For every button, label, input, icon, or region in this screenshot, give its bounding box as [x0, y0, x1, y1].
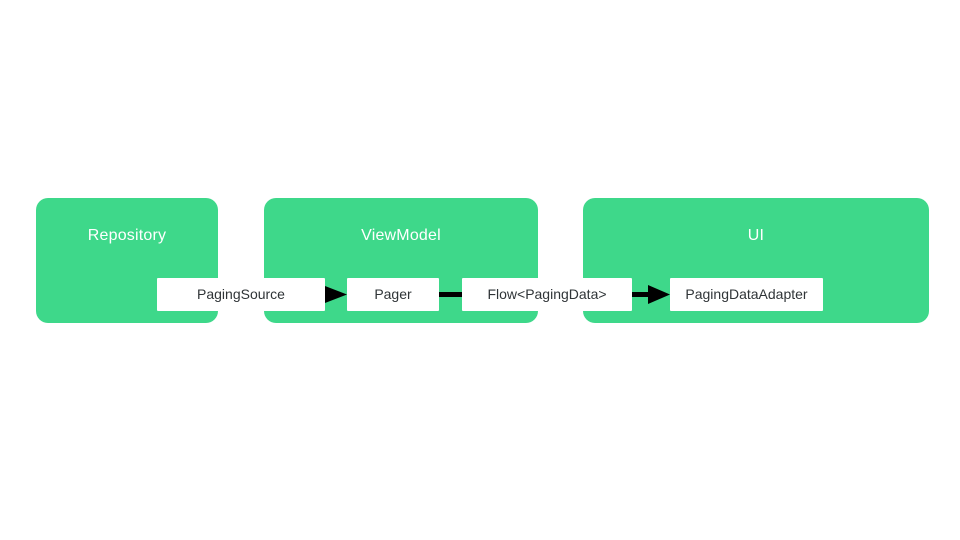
- node-pager: Pager: [347, 278, 439, 311]
- layer-box-repository: Repository: [36, 198, 218, 323]
- node-paging-source: PagingSource: [157, 278, 325, 311]
- node-flow-paging-data: Flow<PagingData>: [462, 278, 632, 311]
- layer-title-viewmodel: ViewModel: [361, 227, 441, 244]
- node-paging-data-adapter: PagingDataAdapter: [670, 278, 823, 311]
- layer-title-repository: Repository: [87, 227, 167, 244]
- layer-title-ui: UI: [747, 227, 765, 244]
